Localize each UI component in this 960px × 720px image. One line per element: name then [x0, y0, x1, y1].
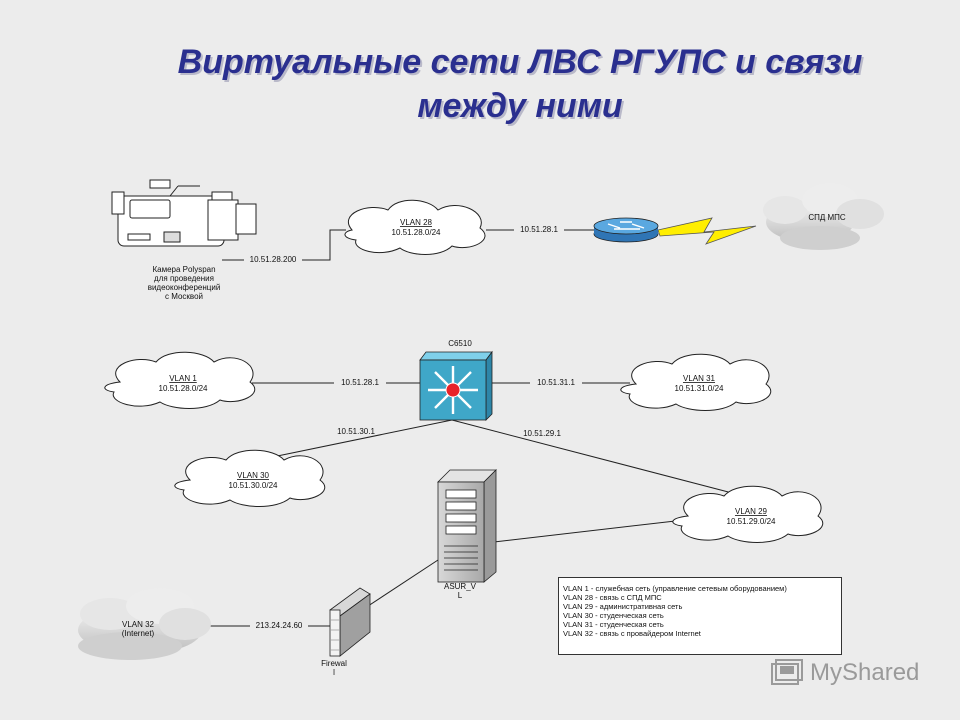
title-line-1: Виртуальные сети ЛВС РГУПС и связи	[177, 43, 863, 81]
cloud-vlan31	[620, 353, 772, 411]
link-switch-vlan30	[257, 419, 453, 461]
vlan30-name: VLAN 30	[237, 471, 270, 480]
title-line-2: между ними	[417, 87, 623, 125]
vlan30-net: 10.51.30.0/24	[229, 481, 278, 490]
core-switch-icon	[419, 350, 493, 421]
link-label-vlan32: 213.24.24.60	[256, 621, 303, 630]
camera-caption-1: Камера Polyspan	[152, 265, 215, 274]
cloud-vlan28	[344, 199, 486, 255]
link-label-vlan1: 10.51.28.1	[341, 378, 379, 387]
firewall-label-1: Firewal	[321, 659, 347, 668]
watermark-logo-icon	[771, 659, 803, 685]
cloud-vlan30	[174, 449, 326, 507]
wan-link-lightning-icon	[657, 217, 757, 245]
link-label-router: 10.51.28.1	[520, 225, 558, 234]
legend-box: VLAN 1 - служебная сеть (управление сете…	[558, 577, 842, 655]
vlan31-name: VLAN 31	[683, 374, 716, 383]
firewall-icon	[329, 587, 371, 657]
legend-item: VLAN 30 - студенческая сеть	[563, 611, 664, 620]
legend-item: VLAN 29 - административная сеть	[563, 602, 683, 611]
vlan32-net: (Internet)	[122, 629, 155, 638]
firewall-label-2: l	[333, 668, 335, 677]
camera-caption-2: для проведения	[154, 274, 214, 283]
camera-caption-3: видеоконференций	[148, 283, 221, 292]
server-label-2: L	[458, 591, 463, 600]
link-label-vlan31: 10.51.31.1	[537, 378, 575, 387]
switch-label: C6510	[448, 339, 472, 348]
vlan29-name: VLAN 29	[735, 507, 768, 516]
vlan1-net: 10.51.28.0/24	[159, 384, 208, 393]
vlan1-name: VLAN 1	[169, 374, 197, 383]
server-icon	[437, 469, 497, 583]
vlan28-name: VLAN 28	[400, 218, 433, 227]
router-icon	[593, 217, 659, 243]
camera-caption-4: с Москвой	[165, 292, 203, 301]
legend-item: VLAN 31 - студенческая сеть	[563, 620, 664, 629]
link-firewall-server	[361, 559, 439, 611]
vlan32-name: VLAN 32	[122, 620, 155, 629]
link-server-vlan29	[493, 519, 685, 543]
page-title: Виртуальные сети ЛВС РГУПС и связи между…	[100, 40, 940, 128]
cloud-vlan32: VLAN 32 (Internet)	[78, 588, 211, 660]
vlan31-net: 10.51.31.0/24	[675, 384, 724, 393]
link-label-cam: 10.51.28.200	[250, 255, 297, 264]
legend-item: VLAN 32 - связь с провайдером Internet	[563, 629, 701, 638]
link-label-vlan29: 10.51.29.1	[523, 429, 561, 438]
server-label-1: ASUR_V	[444, 582, 477, 591]
cloud-spd-mps: СПД МПС	[763, 183, 884, 250]
legend-item: VLAN 28 - связь с СПД МПС	[563, 593, 662, 602]
vlan29-net: 10.51.29.0/24	[727, 517, 776, 526]
cloud-vlan1	[104, 351, 256, 409]
link-switch-vlan29	[451, 419, 737, 495]
vlan28-net: 10.51.28.0/24	[392, 228, 441, 237]
watermark: MyShared	[770, 656, 919, 690]
watermark-text: MyShared	[810, 659, 920, 686]
cloud-spd-label: СПД МПС	[808, 213, 846, 222]
link-label-vlan30: 10.51.30.1	[337, 427, 375, 436]
cloud-vlan29	[672, 485, 824, 543]
video-camera-icon	[111, 179, 257, 247]
legend-item: VLAN 1 - служебная сеть (управление сете…	[563, 584, 787, 593]
